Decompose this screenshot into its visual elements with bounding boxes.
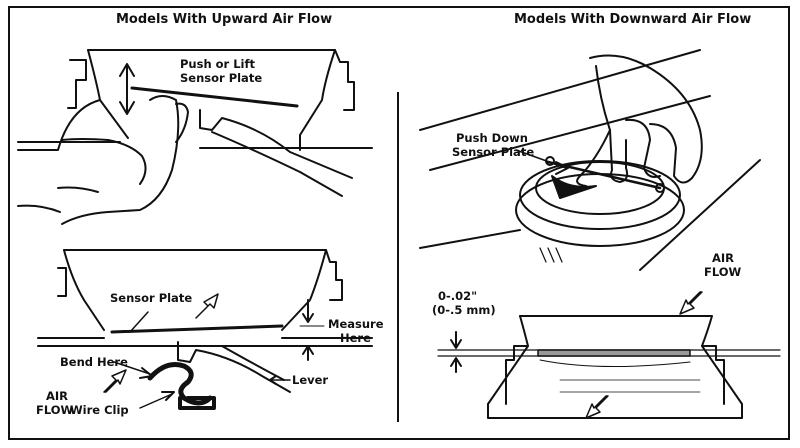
left-heading: Models With Upward Air Flow: [116, 12, 333, 27]
gap-inches-label: 0-.02": [438, 289, 478, 303]
flow-label-right: FLOW: [704, 265, 742, 279]
gap-mm-label: (0-.5 mm): [432, 303, 496, 317]
here-label: Here: [340, 331, 371, 345]
measure-label: Measure: [328, 317, 384, 331]
lower-right-housing-drawing: [437, 291, 781, 419]
air-label-left: AIR: [46, 389, 69, 403]
panel-divider: [397, 92, 399, 422]
wire-clip-label: Wire Clip: [70, 403, 129, 417]
air-label-right: AIR: [712, 251, 735, 265]
push-down-label: Push Down: [456, 131, 528, 145]
push-or-lift-label: Push or Lift: [180, 57, 255, 71]
bend-here-label: Bend Here: [60, 355, 128, 369]
flow-label-left: FLOW: [36, 403, 74, 417]
lever-label: Lever: [292, 373, 329, 387]
lower-left-housing-drawing: [37, 249, 373, 410]
right-heading: Models With Downward Air Flow: [514, 12, 752, 27]
sensor-plate-label-bottom: Sensor Plate: [110, 291, 193, 305]
sensor-plate-label-right: Sensor Plate: [452, 145, 535, 159]
upper-right-hand-drawing: [419, 49, 761, 271]
sensor-plate-label-top: Sensor Plate: [180, 71, 263, 85]
figure-frame: [8, 6, 790, 440]
upper-left-housing-drawing: [17, 49, 373, 225]
